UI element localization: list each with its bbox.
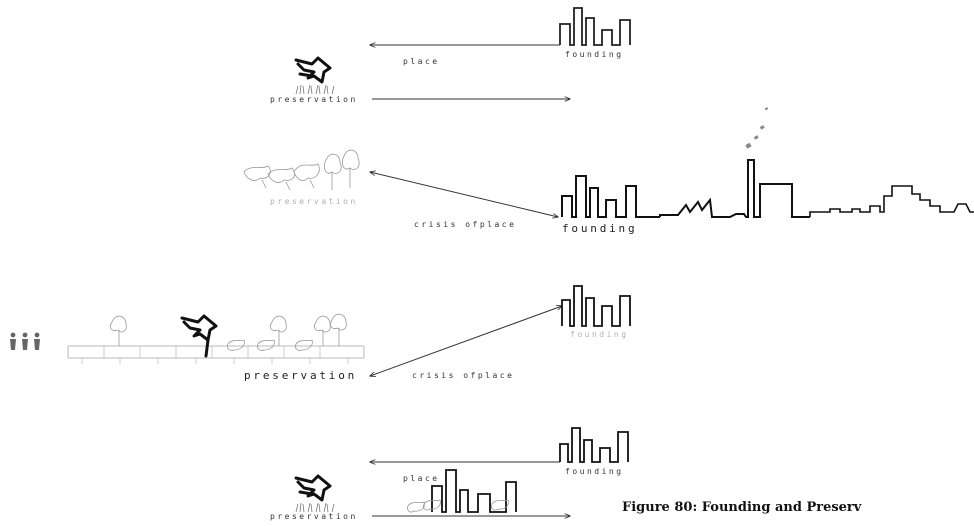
trees-icon	[243, 149, 360, 191]
town-skyline-icon	[809, 185, 974, 217]
bird-icon	[294, 474, 332, 502]
panel-1	[294, 7, 631, 99]
preservation-label: preservation	[270, 197, 358, 206]
ground-divisions	[81, 346, 349, 364]
place-label: place	[403, 474, 440, 483]
people-icon	[10, 332, 40, 350]
founding-label: founding	[562, 222, 638, 235]
bird-icon	[180, 314, 218, 358]
place-label: place	[403, 57, 440, 66]
crisis-of-place-label: crisis ofplace	[412, 371, 515, 380]
grass-icon	[295, 502, 335, 513]
factory-skyline-icon	[659, 159, 810, 218]
figure-caption: Figure 80: Founding and Preserv	[622, 500, 862, 515]
preservation-label: preservation	[244, 369, 358, 382]
preservation-label: preservation	[270, 95, 358, 104]
inner-skyline-icon	[431, 469, 517, 513]
founding-skyline-icon	[561, 285, 631, 327]
founding-skyline-icon	[559, 7, 631, 46]
grass-icon	[295, 84, 335, 95]
bird-icon	[294, 56, 332, 84]
trees-icon	[110, 313, 347, 351]
crisis-arrow	[370, 306, 562, 376]
panel-2	[243, 107, 974, 218]
panel-3	[10, 285, 631, 376]
founding-industrial-skyline-icon	[561, 175, 660, 218]
small-birds-icon	[407, 499, 509, 513]
crisis-of-place-label: crisis ofplace	[414, 220, 517, 229]
smoke-icon	[745, 107, 769, 149]
founding-label: founding	[570, 330, 629, 339]
preservation-label: preservation	[270, 512, 358, 521]
founding-label: founding	[565, 50, 624, 59]
ground-strip	[67, 345, 365, 359]
founding-skyline-icon	[559, 427, 629, 463]
panel-4	[294, 427, 629, 516]
crisis-arrow	[370, 172, 558, 217]
founding-label: founding	[565, 467, 624, 476]
